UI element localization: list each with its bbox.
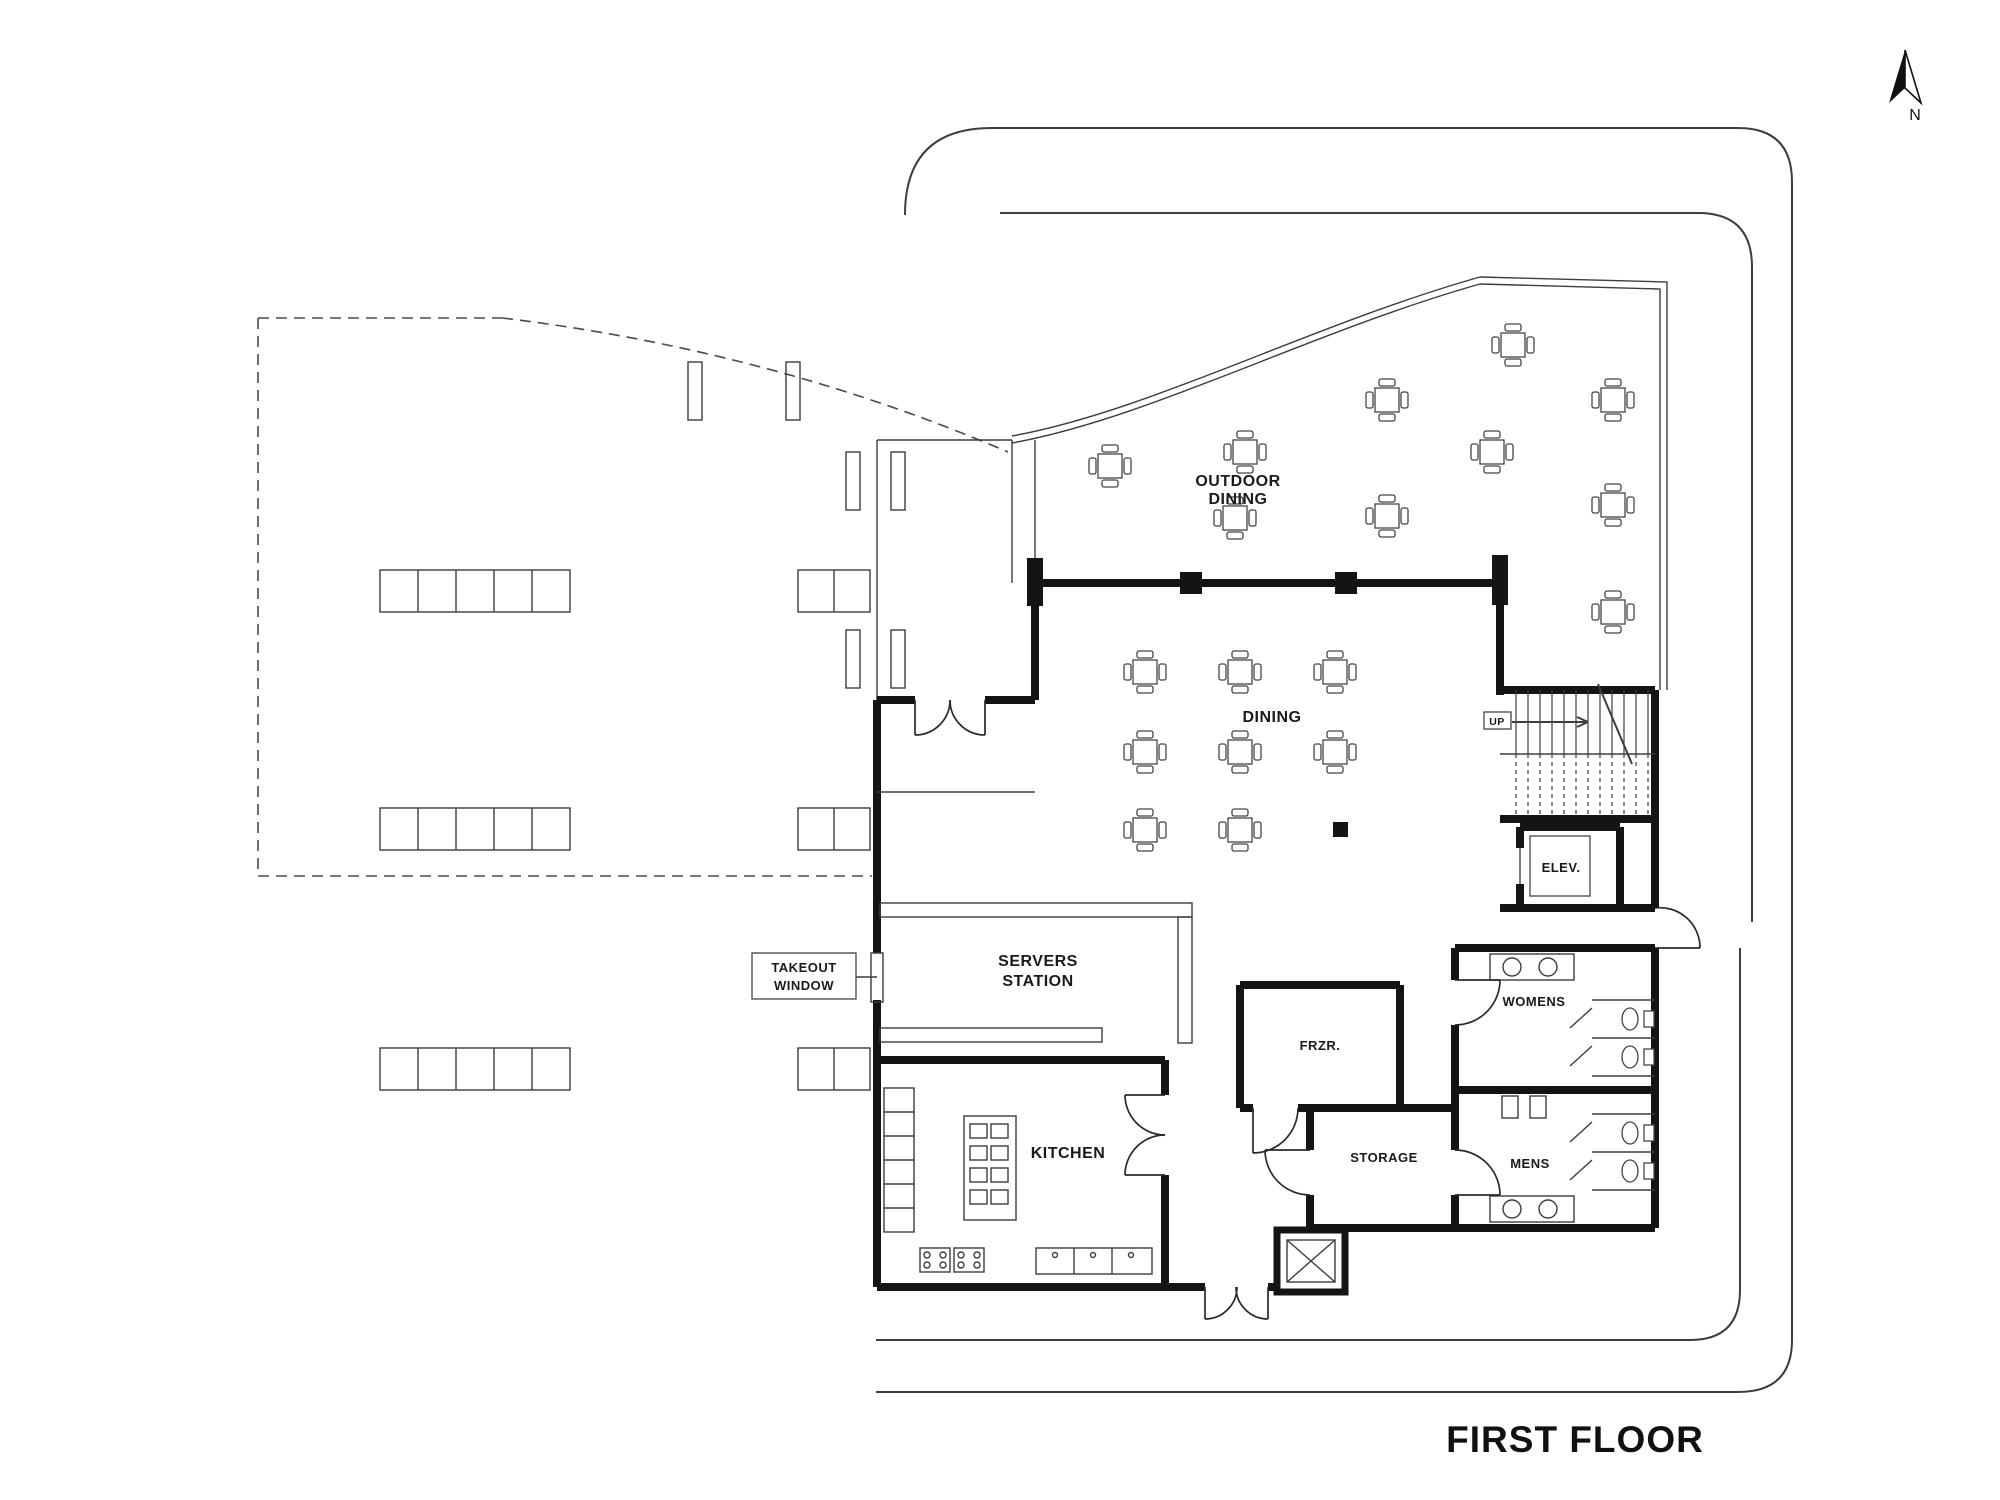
north-label: N	[1909, 107, 1921, 124]
property-line	[257, 317, 1009, 877]
column	[1180, 572, 1202, 594]
outdoor-dining-label-line2: DINING	[1209, 491, 1268, 508]
parking-row	[379, 807, 571, 851]
parking-row	[379, 1047, 571, 1091]
elevator-label: ELEV.	[1542, 860, 1581, 875]
kitchen-swing-doors	[1124, 1094, 1166, 1176]
column	[1333, 822, 1348, 837]
north-arrow-icon	[1889, 50, 1905, 103]
servers-station-label-line1: SERVERS	[998, 953, 1078, 970]
servers-station-label-line2: STATION	[1002, 973, 1073, 990]
site-boundary	[876, 127, 1793, 1393]
takeout-window-label-line2: WINDOW	[774, 978, 834, 993]
takeout-window: TAKEOUT WINDOW	[751, 952, 884, 1003]
building-walls	[873, 555, 1659, 1291]
dining-area: DINING	[1123, 650, 1357, 852]
mens-label: MENS	[1510, 1156, 1550, 1171]
restrooms: WOMENS MENS	[1454, 953, 1655, 1223]
sheet-title: FIRST FLOOR	[1446, 1419, 1704, 1460]
servers-station: SERVERS STATION	[879, 902, 1193, 1044]
vestibule	[877, 699, 1035, 793]
storage-room: STORAGE	[1264, 1149, 1418, 1196]
storage-label: STORAGE	[1350, 1150, 1418, 1165]
planter-stalls	[687, 361, 906, 689]
service-shaft	[1273, 1226, 1349, 1296]
outdoor-dining-label-line1: OUTDOOR	[1195, 473, 1280, 490]
stairs: UP	[1483, 683, 1655, 818]
elevator: ELEV.	[1516, 823, 1624, 908]
womens-label: WOMENS	[1503, 994, 1566, 1009]
parking-row-small	[797, 569, 871, 1091]
stair-up-label: UP	[1489, 716, 1505, 728]
column	[1335, 572, 1357, 594]
north-arrow: N	[1889, 49, 1923, 124]
mens-restroom: MENS	[1454, 1095, 1655, 1223]
parking-row	[379, 569, 571, 613]
freezer-label: FRZR.	[1300, 1038, 1341, 1053]
stair-treads-down	[1515, 754, 1649, 818]
outdoor-dining-terrace: OUTDOOR DINING	[876, 276, 1668, 700]
womens-restroom: WOMENS	[1454, 953, 1655, 1077]
freezer-room: FRZR.	[1252, 1038, 1341, 1154]
parking-area	[379, 361, 906, 1091]
kitchen-label: KITCHEN	[1031, 1145, 1106, 1162]
kitchen: KITCHEN	[883, 1087, 1166, 1275]
takeout-window-label-line1: TAKEOUT	[771, 960, 836, 975]
side-exit-door	[1654, 906, 1701, 949]
kitchen-equipment	[883, 1087, 1153, 1275]
dining-label: DINING	[1243, 709, 1302, 726]
main-entry-doors	[1204, 1286, 1269, 1320]
